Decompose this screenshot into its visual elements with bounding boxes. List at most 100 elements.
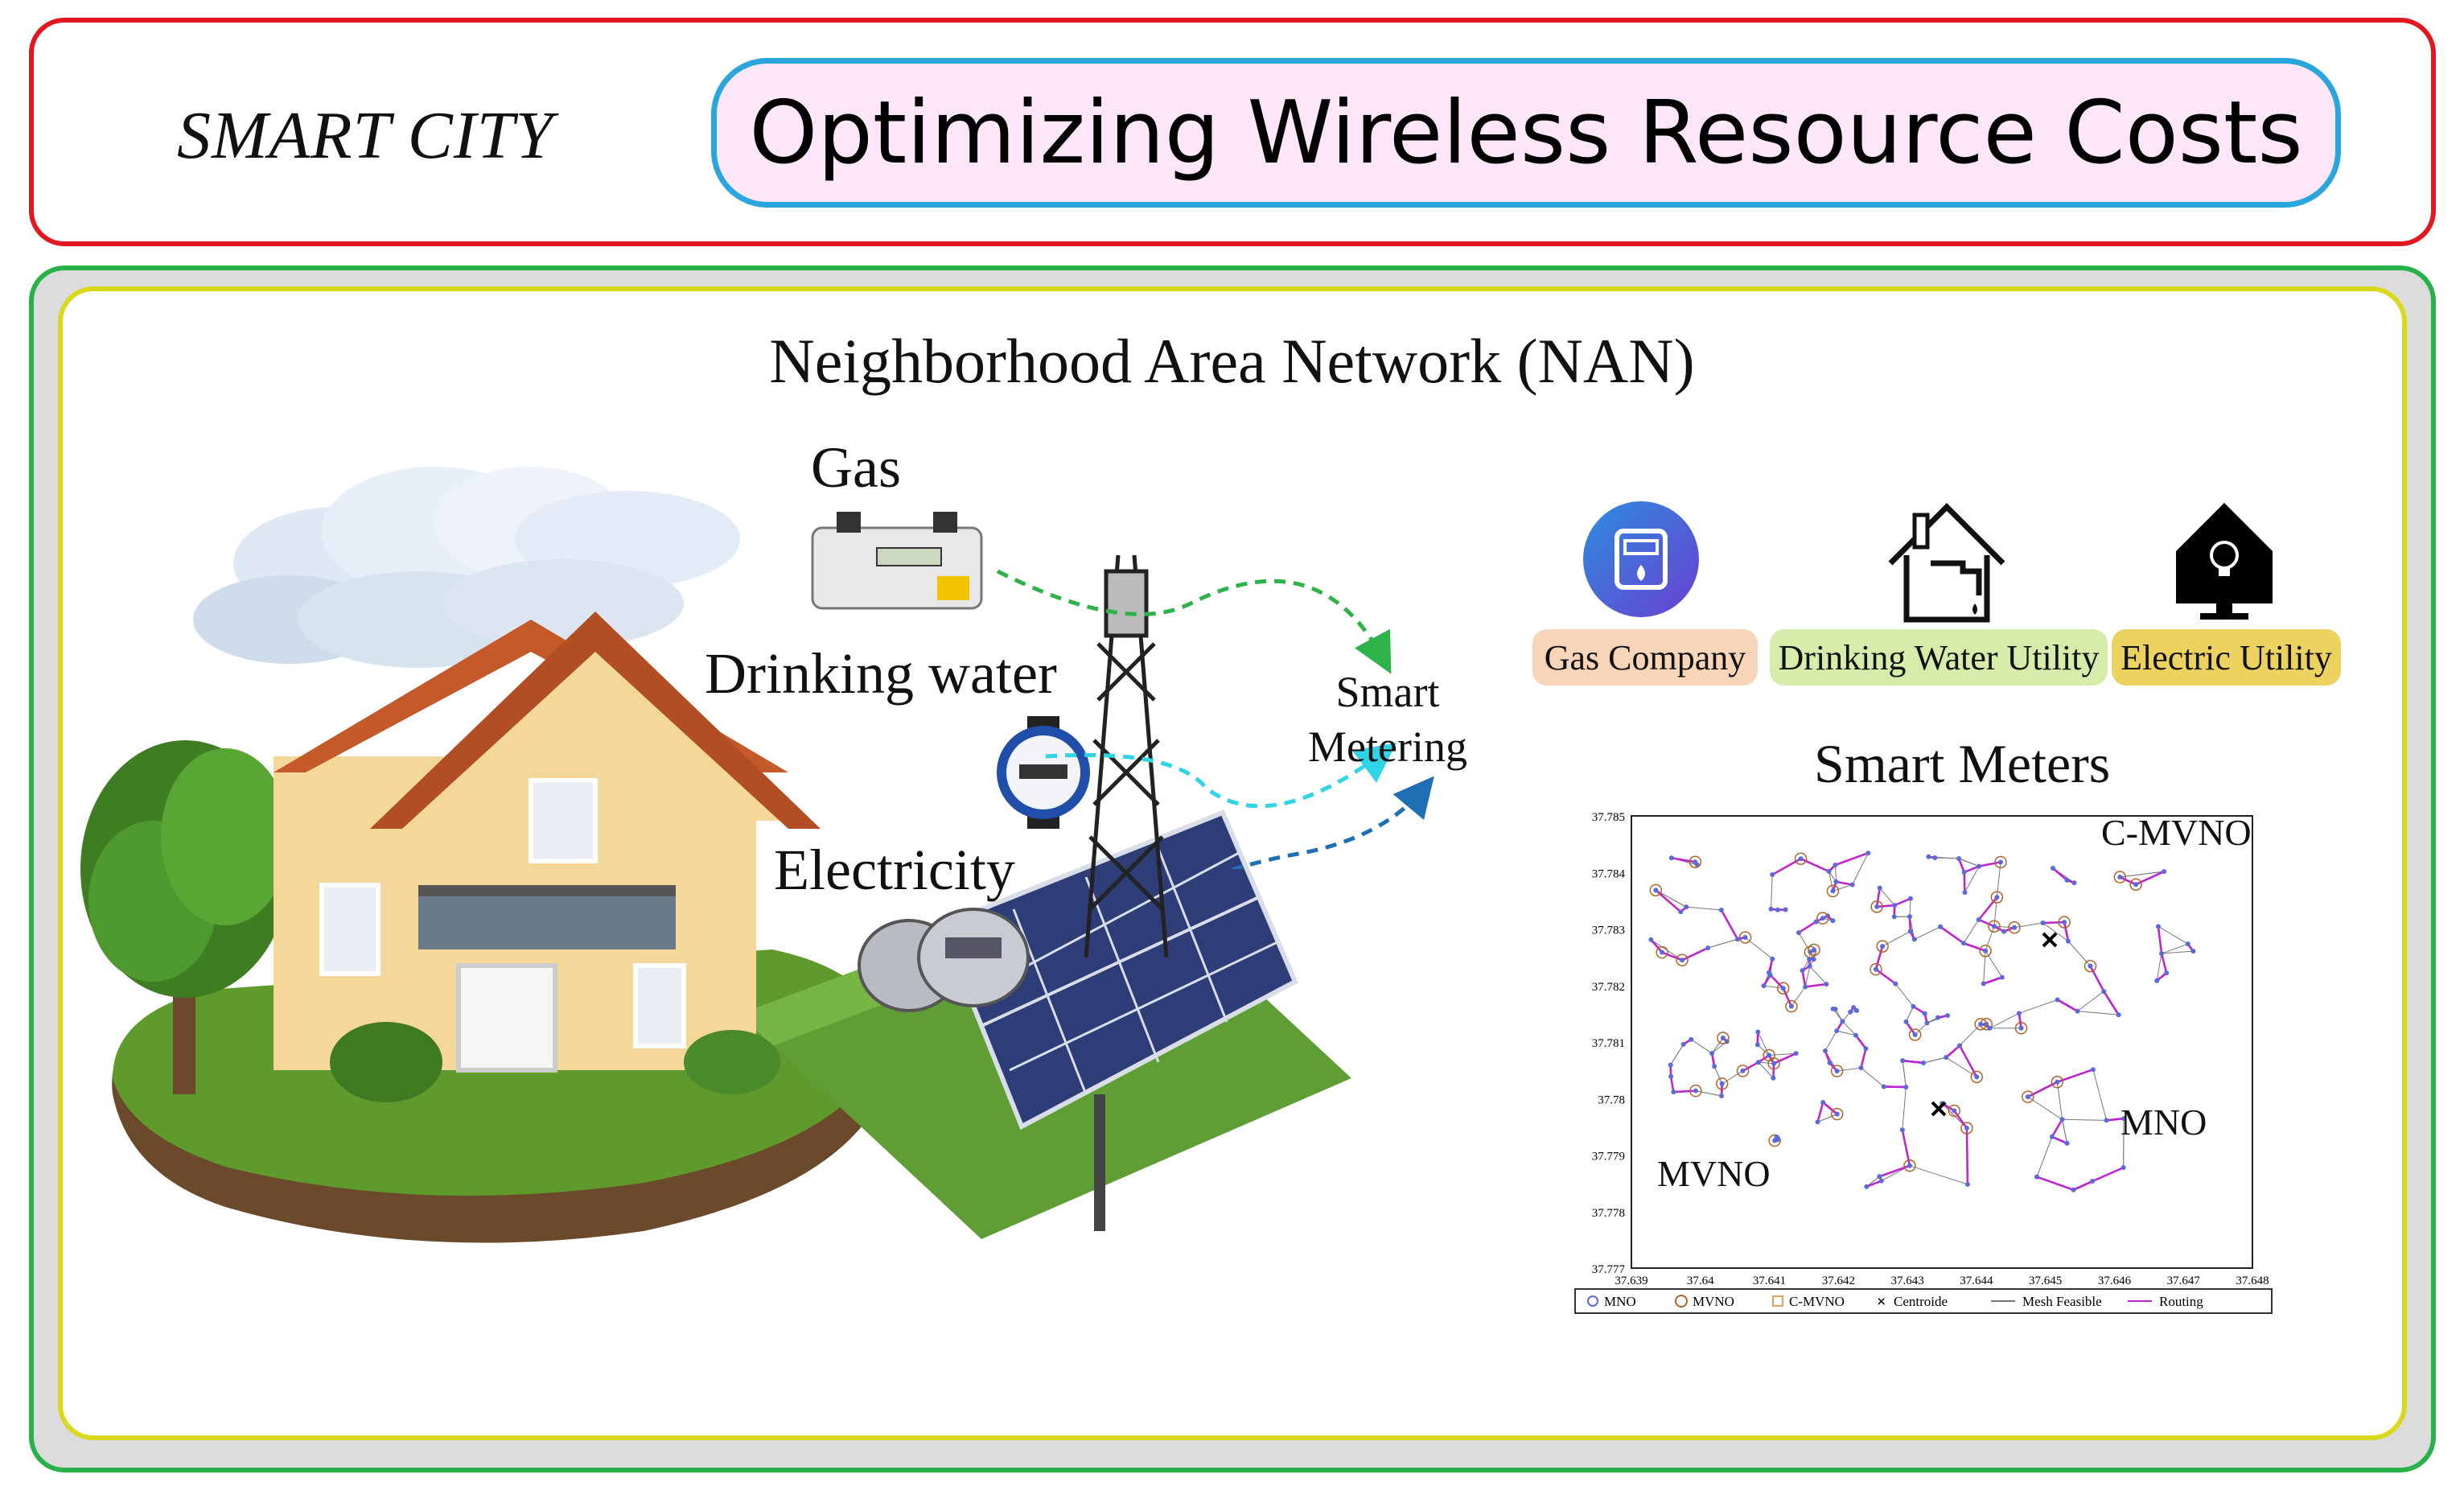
mvno-marker bbox=[1689, 1084, 1702, 1098]
meter-node bbox=[1830, 888, 1836, 894]
meter-node bbox=[1740, 1068, 1746, 1073]
meter-node bbox=[1957, 1043, 1963, 1048]
legend-label: Mesh Feasible bbox=[2022, 1294, 2102, 1309]
legend-marker bbox=[1587, 1295, 1598, 1307]
meter-node bbox=[2071, 1187, 2076, 1192]
meter-node bbox=[1938, 924, 1944, 929]
mvno-marker bbox=[1994, 855, 2007, 869]
mesh-link bbox=[1686, 906, 1722, 911]
cmvno-label: C-MVNO bbox=[2101, 812, 2252, 853]
routing-link bbox=[1963, 942, 1986, 952]
meter-node bbox=[1998, 859, 2004, 865]
mesh-link bbox=[1923, 1056, 1947, 1064]
legend-marker bbox=[1772, 1295, 1783, 1307]
data-flow-arrows bbox=[996, 569, 1434, 869]
legend-label: Routing bbox=[2159, 1294, 2203, 1309]
mesh-link bbox=[2036, 1136, 2053, 1177]
y-tick-label: 37.779 bbox=[1592, 1151, 1625, 1163]
routing-link bbox=[1769, 974, 1784, 990]
title-pill: Optimizing Wireless Resource Costs bbox=[711, 58, 2341, 208]
meter-node bbox=[2018, 1025, 2024, 1031]
meter-node bbox=[1900, 1058, 1906, 1064]
meter-node bbox=[2075, 1008, 2080, 1014]
x-tick-label: 37.643 bbox=[1890, 1275, 1923, 1287]
legend-marker bbox=[1675, 1295, 1688, 1308]
meter-node bbox=[1811, 957, 1816, 962]
routing-link bbox=[1894, 897, 1911, 907]
meter-node bbox=[2034, 1174, 2040, 1180]
mesh-link bbox=[1993, 897, 1997, 927]
mesh-link bbox=[1771, 875, 1773, 909]
mvno-label: MVNO bbox=[1657, 1153, 1771, 1194]
meter-node bbox=[2062, 920, 2067, 925]
meter-node bbox=[2090, 1067, 2096, 1073]
meter-node bbox=[1807, 957, 1812, 962]
mesh-link bbox=[2092, 1069, 2108, 1121]
meter-node bbox=[1983, 948, 1989, 953]
mesh-link bbox=[2062, 1119, 2068, 1144]
meter-node bbox=[2155, 924, 2161, 929]
meter-node bbox=[1735, 937, 1741, 942]
routing-link bbox=[1875, 968, 1897, 985]
mvno-marker bbox=[1876, 940, 1889, 953]
mesh-link bbox=[2158, 926, 2189, 945]
meter-node bbox=[2117, 875, 2123, 880]
meter-node bbox=[2185, 941, 2190, 947]
gas-arrow bbox=[996, 569, 1392, 674]
meter-node bbox=[1705, 945, 1711, 951]
x-tick-label: 37.647 bbox=[2167, 1275, 2201, 1287]
mvno-marker bbox=[1826, 884, 1840, 898]
meter-node bbox=[1976, 916, 1981, 922]
meter-node bbox=[1962, 890, 1968, 896]
mesh-link bbox=[1824, 1030, 1837, 1052]
meter-node bbox=[2104, 1118, 2109, 1123]
routing-link bbox=[1681, 946, 1709, 962]
meter-node bbox=[1834, 1069, 1840, 1074]
routing-link bbox=[2042, 920, 2065, 925]
mesh-link bbox=[1852, 852, 1869, 885]
mesh-link bbox=[1711, 1037, 1724, 1054]
meter-node bbox=[1921, 1061, 1927, 1066]
routing-link bbox=[1983, 976, 2003, 985]
meter-node bbox=[2121, 1165, 2126, 1171]
mvno-marker bbox=[1808, 943, 1820, 957]
routing-link bbox=[1908, 916, 1912, 932]
mvno-marker bbox=[2014, 1022, 2028, 1035]
routing-link bbox=[1822, 1102, 1838, 1115]
meter-node bbox=[1720, 1035, 1726, 1040]
mvno-marker bbox=[1816, 912, 1829, 925]
meter-node bbox=[1824, 982, 1829, 987]
mesh-link bbox=[2062, 1118, 2107, 1121]
mesh-link bbox=[1757, 1044, 1770, 1056]
mvno-marker bbox=[1870, 900, 1883, 913]
routing-link bbox=[1782, 987, 1793, 1007]
meter-node bbox=[1944, 1055, 1949, 1061]
mvno-marker bbox=[1738, 931, 1752, 944]
meter-node bbox=[1992, 924, 1997, 929]
meter-node bbox=[1892, 903, 1898, 908]
mesh-link bbox=[1902, 1061, 1907, 1088]
routing-link bbox=[2157, 926, 2163, 954]
meter-node bbox=[1780, 986, 1786, 991]
meter-node bbox=[1880, 944, 1886, 949]
meter-node bbox=[1812, 947, 1817, 953]
meter-node bbox=[1974, 1074, 1980, 1080]
mvno-marker bbox=[2129, 878, 2142, 891]
mesh-link bbox=[1791, 986, 1806, 1007]
meter-node bbox=[1924, 1020, 1930, 1026]
mesh-link bbox=[2014, 922, 2043, 929]
meter-node bbox=[1863, 1046, 1869, 1052]
mesh-link bbox=[2027, 1096, 2063, 1120]
routing-link bbox=[1773, 1052, 1797, 1065]
mvno-marker bbox=[1785, 999, 1798, 1013]
meter-node bbox=[1911, 937, 1917, 942]
meter-node bbox=[2090, 1179, 2096, 1184]
routing-link bbox=[1772, 1063, 1775, 1078]
routing-link bbox=[2089, 966, 2105, 992]
meter-node bbox=[1893, 981, 1898, 986]
mvno-marker bbox=[1656, 945, 1668, 959]
routing-link bbox=[1673, 1089, 1696, 1093]
mno-label: MNO bbox=[2121, 1102, 2207, 1143]
meter-node bbox=[1680, 1041, 1686, 1047]
x-tick-label: 37.641 bbox=[1753, 1275, 1786, 1287]
